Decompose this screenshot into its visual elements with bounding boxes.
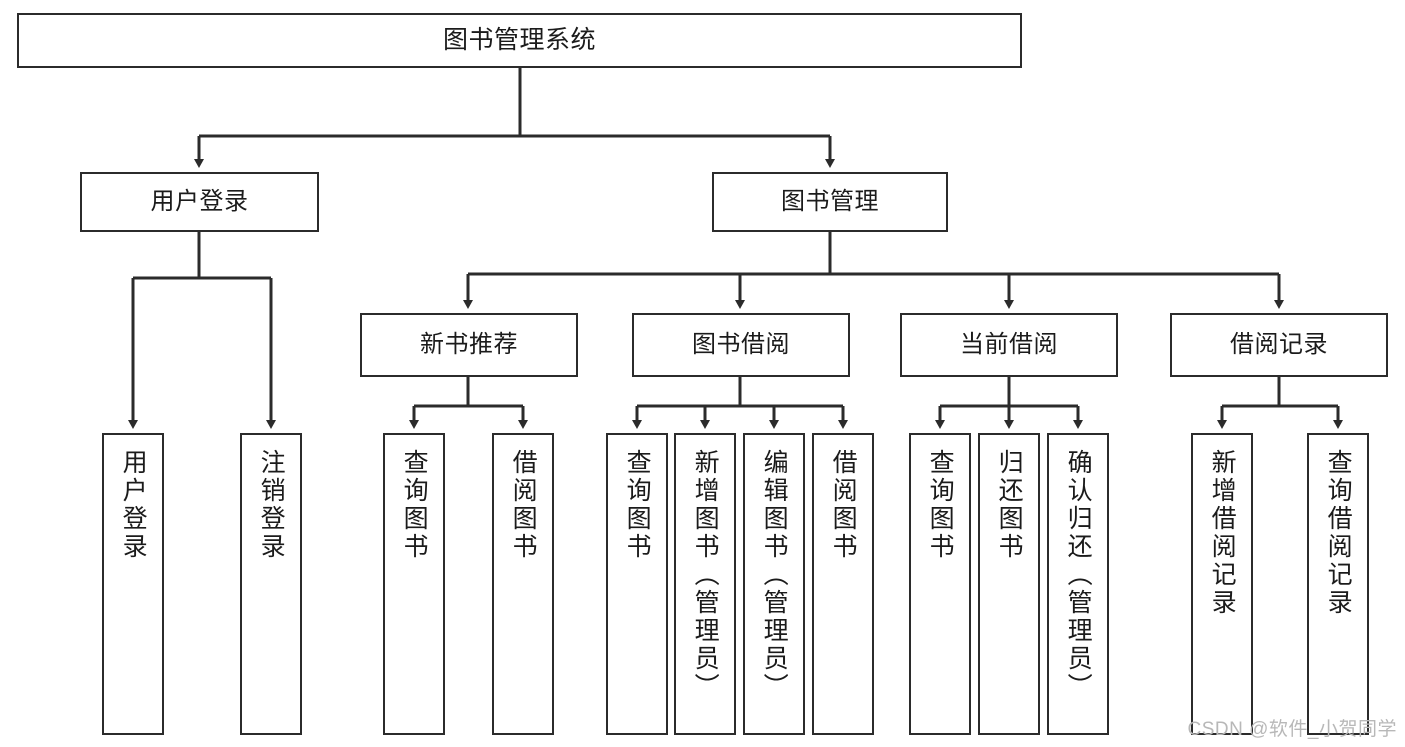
node-book-borrow[interactable]: 图书借阅 [632,313,850,377]
leaf-label: 归还图书 [995,449,1024,561]
leaf-label: 查询图书 [926,449,955,561]
node-root[interactable]: 图书管理系统 [17,13,1022,68]
node-current-borrow[interactable]: 当前借阅 [900,313,1118,377]
leaf-borrow-record-add[interactable]: 新增借阅记录 [1191,433,1253,735]
node-current-borrow-label: 当前借阅 [960,330,1058,358]
leaf-user-login-logout[interactable]: 注销登录 [240,433,302,735]
leaf-label: 编辑图书（管理员） [760,449,789,701]
node-book-borrow-label: 图书借阅 [692,330,790,358]
node-borrow-record-label: 借阅记录 [1230,330,1328,358]
leaf-borrow-record-query[interactable]: 查询借阅记录 [1307,433,1369,735]
node-new-book-recommend-label: 新书推荐 [420,330,518,358]
leaf-book-borrow-query[interactable]: 查询图书 [606,433,668,735]
node-book-management[interactable]: 图书管理 [712,172,948,232]
leaf-label: 借阅图书 [829,449,858,561]
node-book-management-label: 图书管理 [781,187,879,215]
leaf-current-borrow-return[interactable]: 归还图书 [978,433,1040,735]
leaf-current-borrow-confirm-return[interactable]: 确认归还（管理员） [1047,433,1109,735]
leaf-label: 新增借阅记录 [1208,449,1237,617]
leaf-book-borrow-edit[interactable]: 编辑图书（管理员） [743,433,805,735]
leaf-book-borrow-borrow[interactable]: 借阅图书 [812,433,874,735]
leaf-label: 确认归还（管理员） [1064,449,1093,701]
csdn-watermark: CSDN @软件_小贺同学 [1187,719,1397,740]
node-new-book-recommend[interactable]: 新书推荐 [360,313,578,377]
leaf-user-login-login[interactable]: 用户登录 [102,433,164,735]
leaf-book-borrow-add[interactable]: 新增图书（管理员） [674,433,736,735]
leaf-label: 新增图书（管理员） [691,449,720,701]
leaf-label: 借阅图书 [509,449,538,561]
leaf-label: 用户登录 [119,449,148,561]
leaf-label: 注销登录 [257,449,286,561]
leaf-label: 查询借阅记录 [1324,449,1353,617]
node-borrow-record[interactable]: 借阅记录 [1170,313,1388,377]
leaf-new-book-borrow[interactable]: 借阅图书 [492,433,554,735]
leaf-label: 查询图书 [623,449,652,561]
leaf-current-borrow-query[interactable]: 查询图书 [909,433,971,735]
node-user-login-label: 用户登录 [150,187,249,215]
node-root-label: 图书管理系统 [442,25,596,54]
leaf-label: 查询图书 [400,449,429,561]
leaf-new-book-query[interactable]: 查询图书 [383,433,445,735]
node-user-login[interactable]: 用户登录 [80,172,319,232]
